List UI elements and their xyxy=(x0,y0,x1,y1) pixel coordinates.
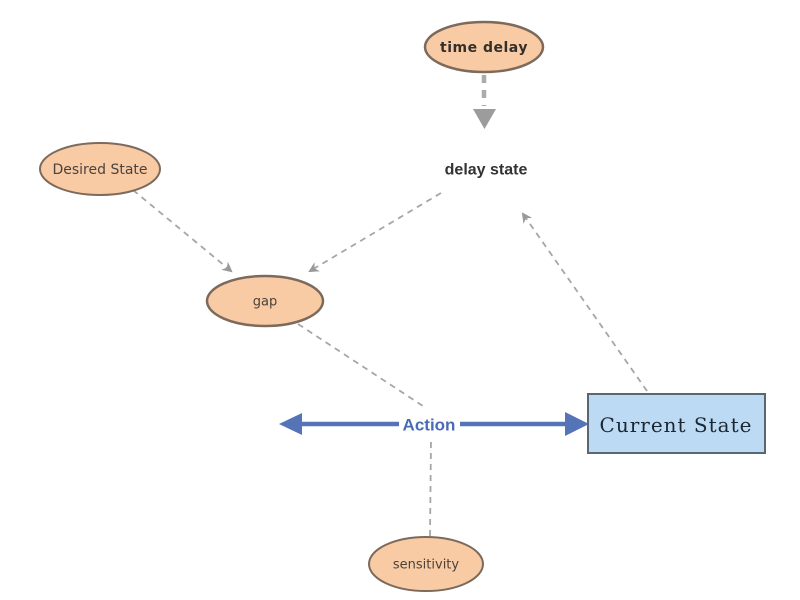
sensitivity-ellipse xyxy=(368,536,484,592)
connector-time-delay-to-delay-state xyxy=(473,75,496,129)
desired-state-label: Desired State xyxy=(52,162,147,178)
action-label: Action xyxy=(403,416,456,435)
node-sensitivity: sensitivity xyxy=(368,536,484,592)
action-arrow: Action xyxy=(279,412,589,436)
node-current-state: Current State xyxy=(587,393,766,454)
gap-ellipse xyxy=(205,274,325,328)
connector-delay-state-to-gap xyxy=(308,192,442,273)
node-time-delay: time delay xyxy=(423,20,545,74)
current-state-label: Current State xyxy=(600,413,753,437)
connector-gap-to-action xyxy=(297,323,427,409)
left-arrowhead-icon xyxy=(279,413,302,435)
node-gap: gap xyxy=(205,274,325,328)
desired-state-ellipse xyxy=(39,142,161,196)
time-delay-label: time delay xyxy=(440,40,528,56)
gap-label: gap xyxy=(253,295,277,310)
connector-desired-state-to-gap xyxy=(132,189,233,273)
connector-current-state-to-delay-state xyxy=(521,212,648,392)
current-state-box xyxy=(587,393,766,454)
connector-sensitivity-to-action xyxy=(429,439,432,537)
down-arrowhead-icon xyxy=(473,109,496,129)
node-desired-state: Desired State xyxy=(39,142,161,196)
right-arrowhead-icon xyxy=(565,412,589,436)
sensitivity-label: sensitivity xyxy=(393,558,460,573)
delay-state-label: delay state xyxy=(445,162,528,179)
time-delay-ellipse xyxy=(423,20,545,74)
